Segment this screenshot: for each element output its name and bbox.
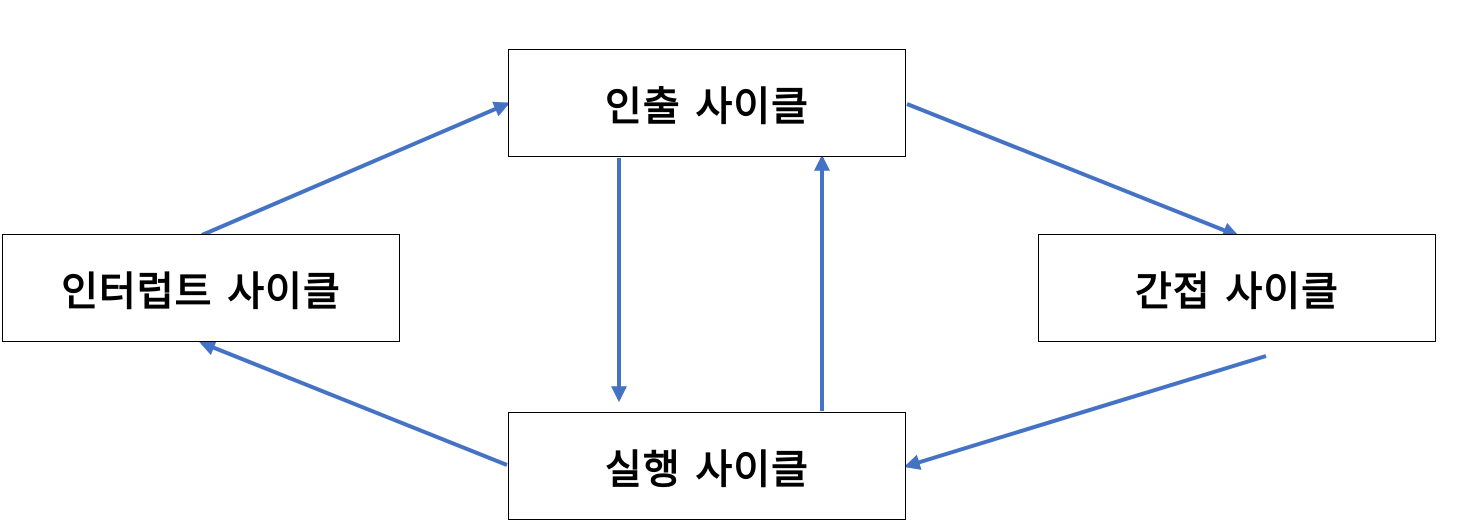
indirect-cycle-box: 간접 사이클 (1038, 234, 1436, 342)
execute-cycle-box: 실행 사이클 (508, 412, 906, 520)
arrow-indirect-to-execute (903, 354, 1267, 470)
fetch-cycle-label: 인출 사이클 (605, 84, 809, 130)
interrupt-cycle-label: 인터럽트 사이클 (61, 269, 341, 315)
arrow-interrupt-to-fetch (201, 101, 510, 237)
arrow-fetch-to-indirect (906, 102, 1239, 238)
arrow-execute-to-interrupt (199, 340, 508, 467)
execute-cycle-label: 실행 사이클 (605, 447, 809, 493)
interrupt-cycle-box: 인터럽트 사이클 (2, 234, 400, 342)
indirect-cycle-label: 간접 사이클 (1135, 269, 1339, 315)
fetch-cycle-box: 인출 사이클 (508, 49, 906, 157)
